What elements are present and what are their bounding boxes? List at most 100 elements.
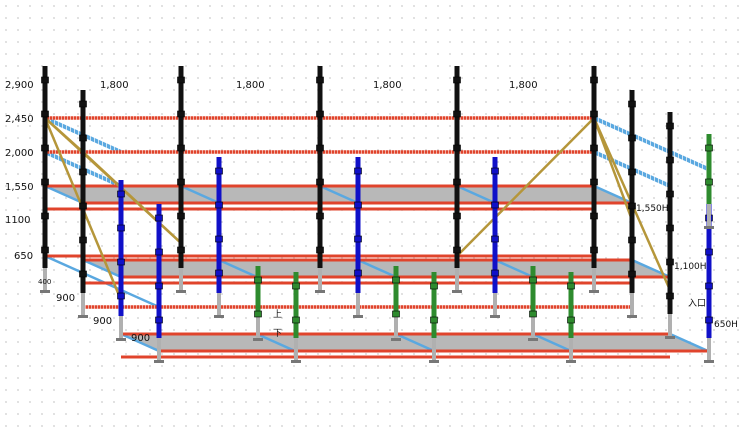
base-plate xyxy=(253,338,263,341)
post-node xyxy=(705,178,713,186)
post-node xyxy=(155,316,163,324)
brace xyxy=(456,117,595,257)
transom xyxy=(357,258,397,279)
base-plate xyxy=(566,360,576,363)
brace xyxy=(82,151,182,244)
post-node xyxy=(316,110,324,118)
post-node xyxy=(41,110,49,118)
post-node xyxy=(529,310,537,318)
transom xyxy=(319,184,359,205)
transom xyxy=(44,184,84,205)
level-label: 2,900 xyxy=(5,80,34,91)
base-plate xyxy=(176,290,186,293)
post-node xyxy=(215,167,223,175)
span-label: 1,800 xyxy=(509,80,538,91)
post-node xyxy=(705,316,713,324)
post-node xyxy=(316,246,324,254)
transom xyxy=(593,116,709,171)
post-node xyxy=(177,76,185,84)
post-node xyxy=(117,258,125,266)
post-node xyxy=(155,248,163,256)
post-node xyxy=(177,178,185,186)
post-node xyxy=(628,100,636,108)
post-node xyxy=(666,292,674,300)
brace xyxy=(44,117,84,153)
post-node xyxy=(79,168,87,176)
base-plate xyxy=(528,338,538,341)
post-node xyxy=(316,212,324,220)
post-node xyxy=(491,235,499,243)
transom xyxy=(82,258,122,279)
post-node xyxy=(177,212,185,220)
post-node xyxy=(453,246,461,254)
level-label: 1,550 xyxy=(5,182,34,193)
depth-label: 900 xyxy=(56,293,75,304)
post-node xyxy=(666,258,674,266)
transom xyxy=(669,332,709,353)
level-label: 2,000 xyxy=(5,148,34,159)
post-node xyxy=(41,246,49,254)
post-node xyxy=(453,178,461,186)
height-tag: 1,550H xyxy=(636,204,669,214)
post-node xyxy=(215,201,223,209)
stair-labels: 上 下 入口 xyxy=(273,298,706,339)
post-node xyxy=(155,214,163,222)
transom xyxy=(218,258,258,279)
transom xyxy=(532,332,572,353)
post-node xyxy=(316,144,324,152)
transom xyxy=(180,184,220,205)
base-plate xyxy=(315,290,325,293)
level-label: 2,450 xyxy=(5,114,34,125)
height-tags: 1,550H 1,100H 650H xyxy=(636,204,738,330)
post-node xyxy=(529,276,537,284)
stair-up-label: 上 xyxy=(273,309,282,320)
stair-down-label: 下 xyxy=(273,329,282,339)
post-node xyxy=(666,190,674,198)
post-node xyxy=(590,246,598,254)
transom xyxy=(120,332,160,353)
post-node xyxy=(628,134,636,142)
post-node xyxy=(453,144,461,152)
post-node xyxy=(590,76,598,84)
base-plate xyxy=(291,360,301,363)
post-node xyxy=(79,270,87,278)
post-node xyxy=(117,292,125,300)
height-tag: 1,100H xyxy=(674,262,707,272)
post-node xyxy=(453,212,461,220)
post-node xyxy=(354,201,362,209)
depth-label: 900 xyxy=(93,316,112,327)
level-label: 650 xyxy=(14,251,33,262)
post-node xyxy=(215,269,223,277)
post-node xyxy=(590,144,598,152)
post-node xyxy=(453,76,461,84)
base-plate xyxy=(40,290,50,293)
post-node xyxy=(666,122,674,130)
posts xyxy=(40,66,714,363)
base-plate xyxy=(353,315,363,318)
post-node xyxy=(628,270,636,278)
post-node xyxy=(705,248,713,256)
entrance-label: 入口 xyxy=(688,298,706,309)
post-node xyxy=(628,236,636,244)
post-node xyxy=(79,100,87,108)
base-plate xyxy=(154,360,164,363)
post-node xyxy=(628,168,636,176)
post-node xyxy=(254,276,262,284)
brace xyxy=(592,117,634,221)
base-plate xyxy=(452,290,462,293)
post-node xyxy=(705,282,713,290)
post-node xyxy=(567,282,575,290)
base-plate xyxy=(627,315,637,318)
base-plate xyxy=(78,315,88,318)
post-node xyxy=(705,144,713,152)
span-labels: 1,800 1,800 1,800 1,800 xyxy=(100,80,538,91)
post-node xyxy=(666,224,674,232)
post-node xyxy=(316,178,324,186)
post-node xyxy=(155,282,163,290)
post-node xyxy=(453,110,461,118)
base-plate xyxy=(589,290,599,293)
base-plate xyxy=(490,315,500,318)
transom xyxy=(456,184,496,205)
base-plate xyxy=(429,360,439,363)
